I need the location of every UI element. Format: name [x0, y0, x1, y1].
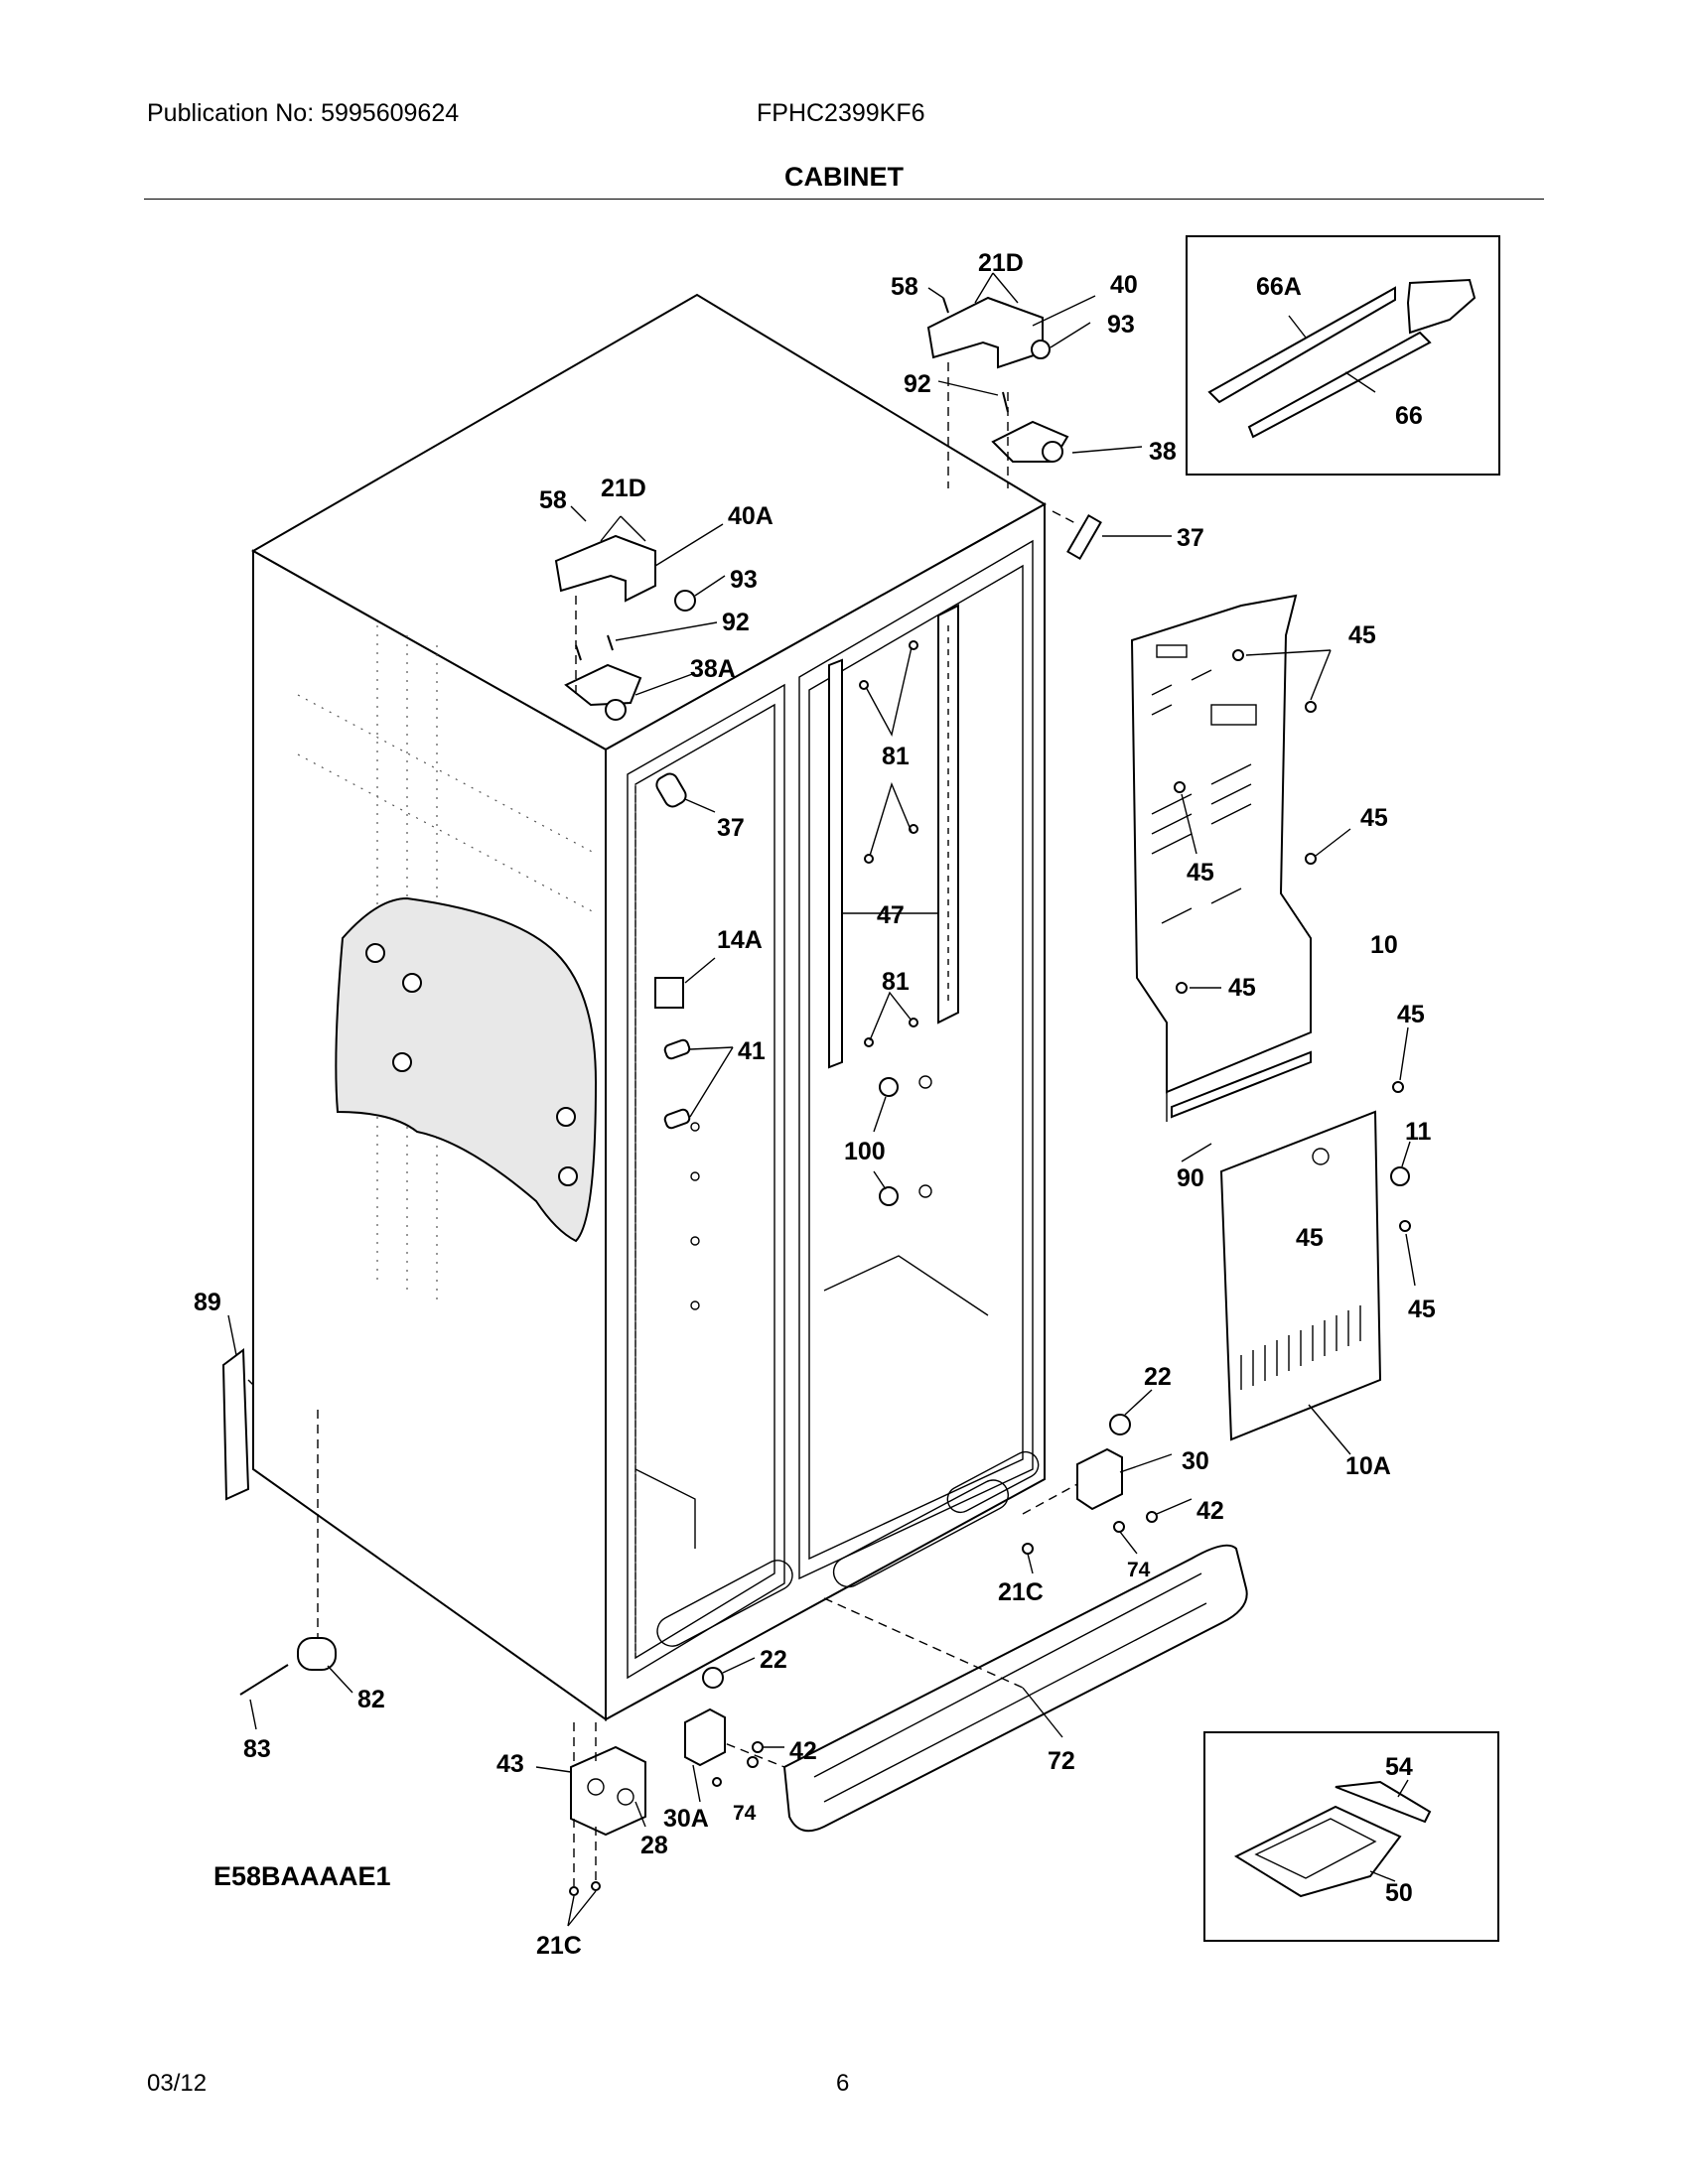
vent-slots [1240, 1305, 1361, 1390]
lower-access-panel-10A [1181, 1110, 1411, 1455]
callout-81-bottom: 81 [882, 968, 910, 996]
callout-58-left: 58 [539, 486, 567, 514]
callout-42-left: 42 [789, 1737, 817, 1765]
diagram-code: E58BAAAAE1 [213, 1861, 391, 1891]
callout-41: 41 [738, 1037, 766, 1065]
callout-10: 10 [1370, 931, 1398, 959]
callout-21D-left: 21D [601, 475, 646, 502]
left-top-hinge-assembly [554, 505, 726, 721]
callout-30: 30 [1182, 1447, 1209, 1475]
callout-54: 54 [1385, 1753, 1413, 1781]
callout-42-right: 42 [1196, 1497, 1224, 1525]
callout-92-top: 92 [904, 370, 931, 398]
callout-28: 28 [640, 1832, 668, 1859]
callout-45-c: 45 [1187, 859, 1214, 887]
callout-93-top: 93 [1107, 311, 1135, 339]
callout-labels: 21D 58 40 93 92 38 37 66A 66 58 21D 40A … [194, 249, 1436, 1960]
bottom-right-hinge-30 [1022, 1389, 1193, 1574]
callout-11: 11 [1405, 1118, 1432, 1146]
page-number: 6 [836, 2070, 850, 2097]
shelf-rails-47 [828, 604, 959, 1069]
section-title: CABINET [784, 162, 904, 192]
side-bracket-89 [221, 1314, 254, 1501]
publication-number: Publication No: 5995609624 [147, 99, 460, 127]
callout-37-top: 37 [1177, 524, 1204, 552]
callout-66A: 66A [1256, 273, 1302, 301]
callout-58-top: 58 [891, 273, 918, 301]
callout-74-right: 74 [1127, 1559, 1151, 1581]
side-insulation-pad [335, 896, 598, 1243]
callout-81-top: 81 [882, 743, 910, 770]
callout-74-left: 74 [733, 1802, 757, 1825]
callout-50: 50 [1385, 1879, 1413, 1907]
bottom-left-hinge-30A [684, 1657, 784, 1803]
callout-89: 89 [194, 1289, 221, 1316]
leveler-bracket-43 [535, 1722, 646, 1927]
callout-66: 66 [1395, 402, 1423, 430]
callout-45-d: 45 [1228, 974, 1256, 1002]
callout-45-e: 45 [1397, 1001, 1425, 1028]
callout-93-left: 93 [730, 566, 758, 594]
cabinet-body [250, 293, 1047, 1721]
callout-10A: 10A [1345, 1452, 1391, 1480]
callout-14A: 14A [717, 926, 763, 954]
inset-box-66 [1186, 235, 1500, 476]
callout-40A: 40A [728, 502, 774, 530]
switch-14A [654, 957, 716, 1009]
model-number: FPHC2399KF6 [757, 99, 925, 127]
callout-38: 38 [1149, 438, 1177, 466]
right-top-hinge-assembly [926, 272, 1143, 488]
plug-37-top [1052, 510, 1172, 561]
callout-82: 82 [357, 1686, 385, 1713]
callout-22-right: 22 [1144, 1363, 1172, 1391]
callout-38A: 38A [690, 655, 736, 683]
callout-72: 72 [1048, 1747, 1075, 1775]
callout-45-g: 45 [1408, 1296, 1436, 1323]
callout-100: 100 [844, 1138, 886, 1165]
callout-21C-bottom: 21C [536, 1932, 582, 1960]
callout-21C-right: 21C [998, 1578, 1044, 1606]
callout-83: 83 [243, 1735, 271, 1763]
callout-22-left: 22 [760, 1646, 787, 1674]
callout-92-left: 92 [722, 609, 750, 636]
callout-45-a: 45 [1348, 621, 1376, 649]
plug-37-left [655, 772, 716, 813]
callout-45-f: 45 [1296, 1224, 1324, 1252]
header-divider [144, 199, 1544, 200]
callout-40: 40 [1110, 271, 1138, 299]
callout-21D-top: 21D [978, 249, 1024, 277]
callout-37-left: 37 [717, 814, 745, 842]
inset-box-50 [1203, 1731, 1499, 1942]
pins-41 [663, 1038, 734, 1130]
fasteners-100 [873, 1075, 932, 1206]
callout-43: 43 [496, 1750, 524, 1778]
callout-47: 47 [877, 901, 905, 929]
callout-45-b: 45 [1360, 804, 1388, 832]
footer-date: 03/12 [147, 2070, 208, 2097]
toe-grille-72 [684, 1544, 1248, 1833]
rear-panel-10 [1130, 594, 1312, 1122]
roller-82 [239, 1410, 353, 1730]
callout-30A: 30A [663, 1805, 709, 1833]
callout-90: 90 [1177, 1164, 1204, 1192]
